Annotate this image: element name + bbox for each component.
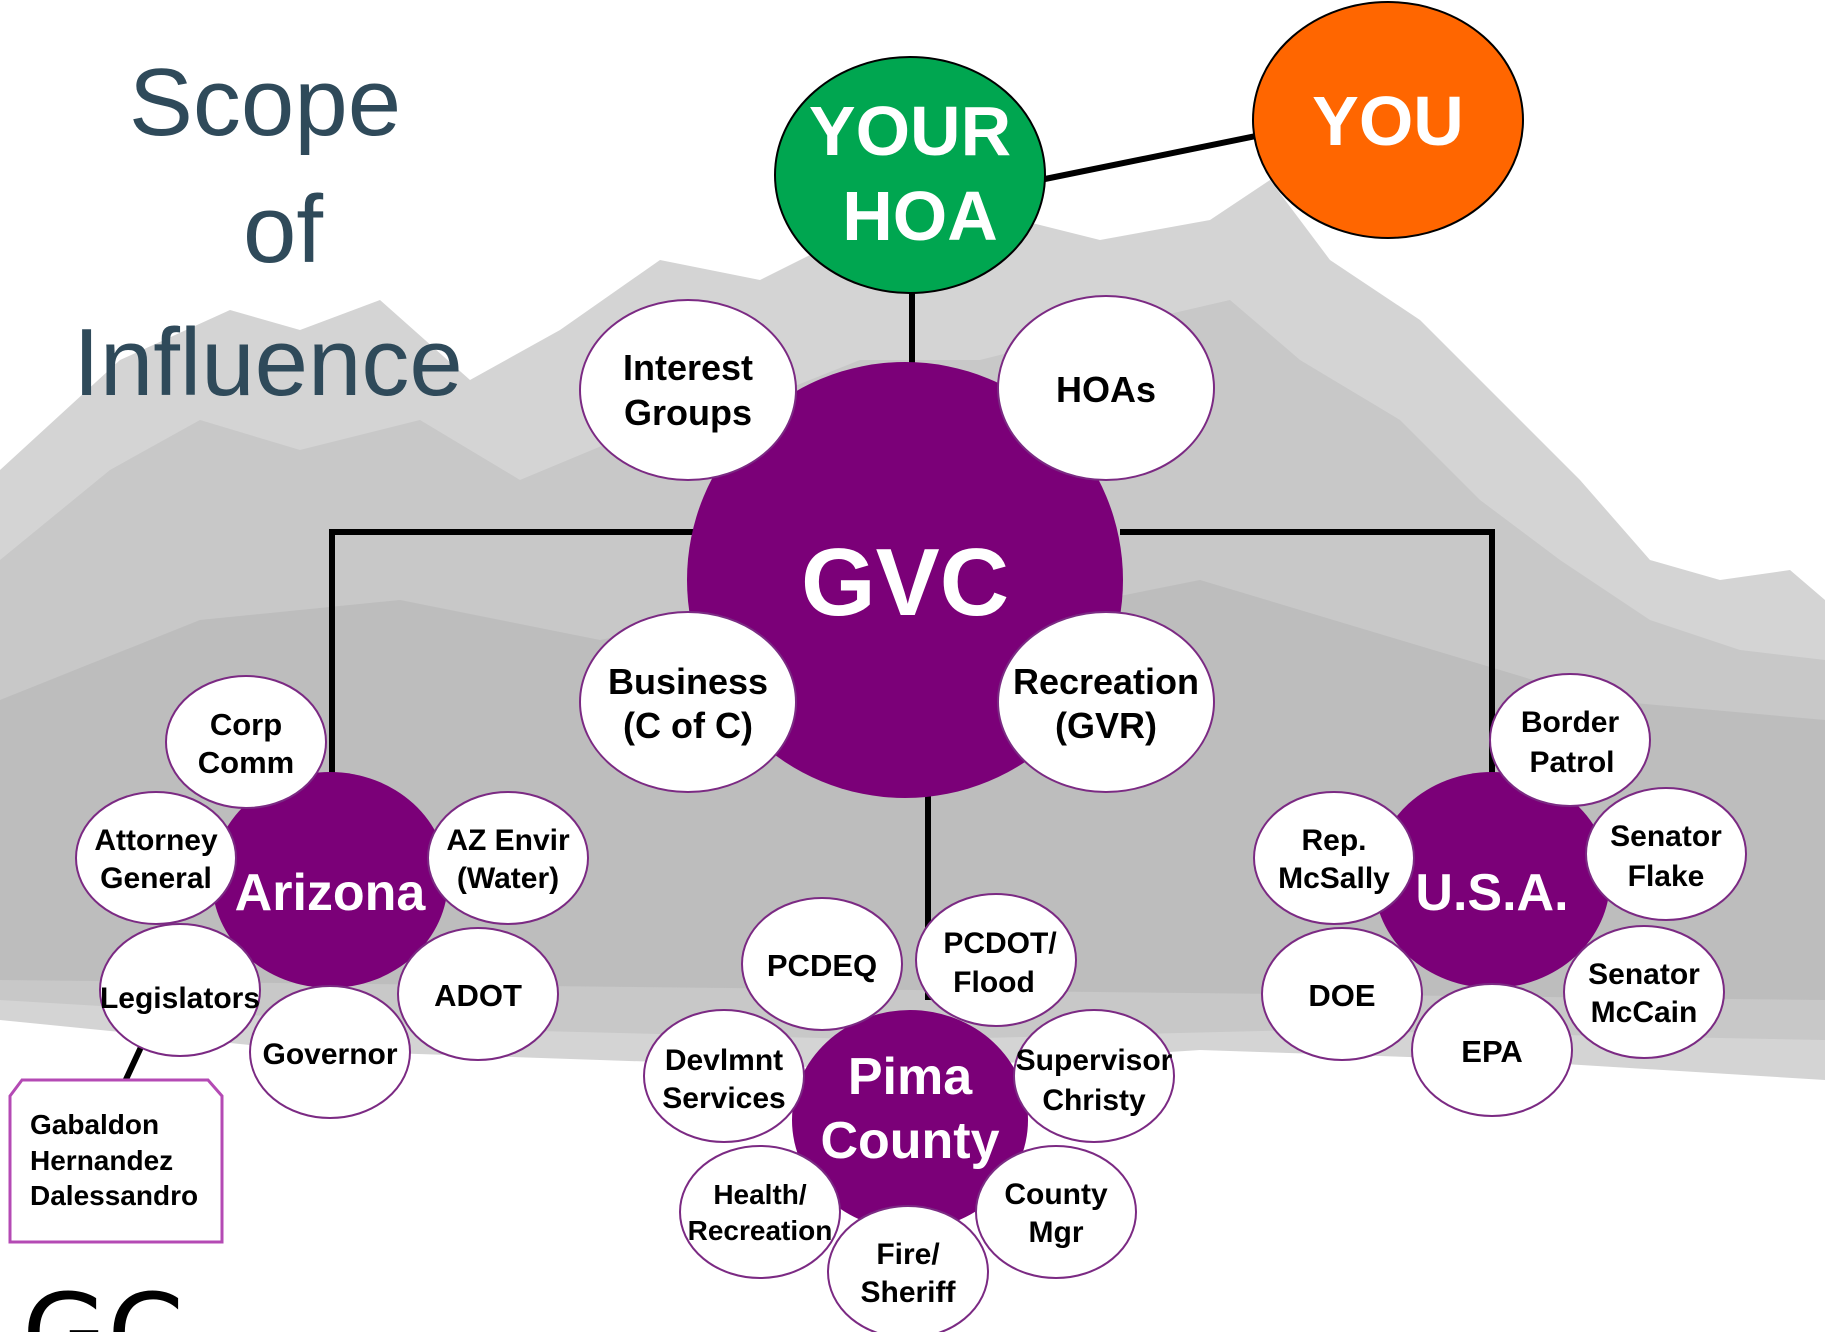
doe-label: DOE [1308, 978, 1375, 1013]
mcsally-line-2: McSally [1278, 862, 1390, 895]
corp-comm-node: Corp Comm [165, 675, 327, 809]
flake-line-1: Senator [1610, 820, 1722, 853]
interest-groups-line-2: Groups [624, 392, 752, 433]
adot-node: ADOT [397, 927, 559, 1061]
fire-node: Fire/ Sheriff [827, 1205, 989, 1332]
mcsally-node: Rep. McSally [1253, 791, 1415, 925]
your-hoa-line-2: HOA [842, 177, 998, 255]
business-line-1: Business [608, 661, 768, 702]
recreation-line-2: (GVR) [1055, 705, 1157, 746]
you-node: YOU [1252, 1, 1524, 239]
attorney-general-node: Attorney General [75, 791, 237, 925]
pcdot-node: PCDOT/ Flood [915, 893, 1077, 1027]
line-gvc-usa [1120, 529, 1495, 785]
usa-node: U.S.A. [1374, 772, 1610, 988]
business-line-2: (C of C) [623, 705, 753, 746]
az-envir-line-1: AZ Envir [446, 824, 570, 857]
flake-node: Senator Flake [1585, 787, 1747, 921]
pcdot-line-1: PCDOT/ [943, 927, 1057, 960]
title-line-2: of [243, 176, 323, 283]
mccain-node: Senator McCain [1563, 925, 1725, 1059]
county-mgr-node: County Mgr [975, 1145, 1137, 1279]
county-mgr-line-2: Mgr [1029, 1216, 1084, 1249]
title-line-3: Influence [73, 309, 463, 416]
mcsally-line-1: Rep. [1301, 824, 1366, 857]
governor-node: Governor [249, 985, 411, 1119]
devlmnt-line-2: Services [662, 1082, 785, 1115]
border-patrol-node: Border Patrol [1489, 673, 1651, 807]
title-line-1: Scope [129, 49, 401, 156]
border-patrol-line-1: Border [1521, 706, 1620, 739]
business-node: Business (C of C) [579, 611, 797, 793]
county-mgr-line-1: County [1004, 1178, 1108, 1211]
governor-label: Governor [262, 1038, 397, 1071]
usa-label: U.S.A. [1415, 864, 1568, 922]
epa-node: EPA [1411, 983, 1573, 1117]
arizona-node: Arizona [212, 772, 448, 988]
az-envir-line-2: (Water) [457, 862, 559, 895]
legislator-name-1: Gabaldon [30, 1109, 159, 1140]
mccain-line-1: Senator [1588, 958, 1700, 991]
pima-node: Pima County [792, 1010, 1028, 1230]
supervisor-node: Supervisor Christy [1013, 1009, 1175, 1143]
az-envir-node: AZ Envir (Water) [427, 791, 589, 925]
pcdeq-node: PCDEQ [741, 897, 903, 1031]
attorney-general-line-2: General [100, 862, 212, 895]
hoas-node: HOAs [997, 295, 1215, 481]
legislators-node: Legislators [99, 923, 261, 1057]
border-patrol-line-2: Patrol [1529, 746, 1614, 779]
mccain-line-2: McCain [1591, 996, 1698, 1029]
devlmnt-node: Devlmnt Services [643, 1009, 805, 1143]
health-line-2: Recreation [688, 1215, 833, 1246]
interest-groups-node: Interest Groups [579, 299, 797, 481]
legislators-label: Legislators [100, 982, 260, 1015]
your-hoa-node: YOUR HOA [774, 56, 1046, 294]
your-hoa-line-1: YOUR [809, 92, 1011, 170]
legislator-name-3: Dalessandro [30, 1180, 198, 1211]
pcdot-line-2: Flood [953, 966, 1035, 999]
health-line-1: Health/ [713, 1179, 807, 1210]
health-node: Health/ Recreation [679, 1145, 841, 1279]
devlmnt-line-1: Devlmnt [665, 1044, 783, 1077]
line-gvc-arizona [329, 529, 695, 785]
legislator-names-box: Gabaldon Hernandez Dalessandro [8, 1078, 224, 1244]
hoas-label: HOAs [1056, 369, 1156, 410]
recreation-node: Recreation (GVR) [997, 611, 1215, 793]
recreation-line-1: Recreation [1013, 661, 1199, 702]
attorney-general-line-1: Attorney [94, 824, 218, 857]
fire-line-2: Sheriff [860, 1276, 956, 1309]
pima-line-1: Pima [848, 1048, 973, 1106]
pcdeq-label: PCDEQ [767, 948, 877, 983]
slide-title: Scope of Influence [73, 49, 463, 416]
you-label: YOU [1312, 82, 1464, 160]
interest-groups-line-1: Interest [623, 347, 753, 388]
doe-node: DOE [1261, 927, 1423, 1061]
gvc-label: GVC [801, 529, 1009, 636]
legislator-name-2: Hernandez [30, 1145, 173, 1176]
footer-gc: GC [22, 1270, 184, 1332]
fire-line-1: Fire/ [876, 1238, 940, 1271]
arizona-label: Arizona [235, 864, 427, 922]
supervisor-line-1: Supervisor [1016, 1044, 1173, 1077]
corp-comm-line-2: Comm [198, 745, 294, 780]
epa-label: EPA [1461, 1034, 1522, 1069]
pima-line-2: County [820, 1112, 999, 1170]
flake-line-2: Flake [1628, 860, 1705, 893]
adot-label: ADOT [434, 978, 522, 1013]
supervisor-line-2: Christy [1042, 1084, 1146, 1117]
corp-comm-line-1: Corp [210, 707, 282, 742]
